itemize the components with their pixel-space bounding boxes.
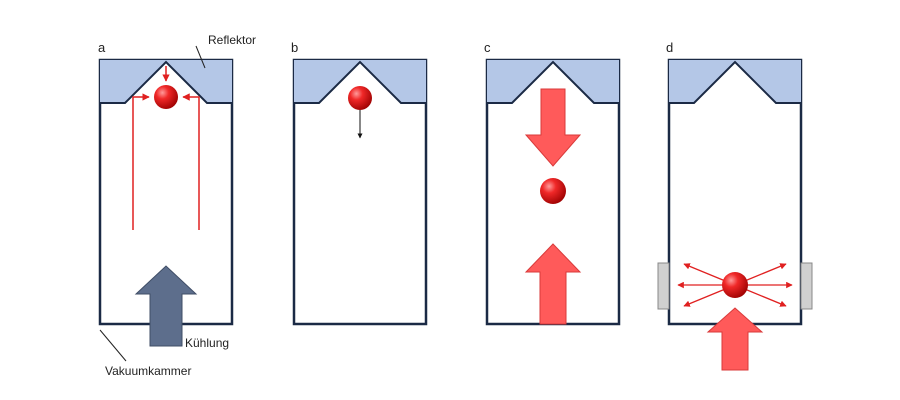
reflector <box>100 60 232 103</box>
panel-a: a Reflektor Kühlung Vakuumkammer <box>98 33 256 378</box>
detector-pad-left <box>657 262 670 310</box>
reflector-edge <box>669 60 801 104</box>
sphere <box>348 86 372 110</box>
beam-right <box>182 93 200 230</box>
beam-left <box>132 93 150 230</box>
reflected-beams <box>132 66 200 230</box>
vacuum-chamber-callout-line <box>99 329 127 362</box>
reflector-callout-line <box>195 45 206 69</box>
detector-pad-right <box>800 262 813 310</box>
reflector <box>669 60 801 103</box>
pressure-arrow-up <box>706 307 764 371</box>
reflector-edge <box>487 60 619 104</box>
vacuum-chamber-label: Vakuumkammer <box>105 364 191 378</box>
reflector-label: Reflektor <box>208 33 256 47</box>
reflector-edge <box>100 60 232 104</box>
panel-b: b <box>291 40 428 326</box>
reflector <box>294 60 426 103</box>
reflector-edge <box>294 60 426 104</box>
panel-letter-b: b <box>291 40 298 55</box>
panel-c: c <box>484 40 621 326</box>
sphere <box>540 178 566 204</box>
panel-letter-a: a <box>98 40 106 55</box>
pressure-arrow-down <box>524 88 582 167</box>
cooling-label: Kühlung <box>185 336 229 350</box>
pressure-arrow-up <box>524 243 582 325</box>
sphere <box>154 85 178 109</box>
panel-d: d <box>657 40 813 371</box>
reflector <box>487 60 619 103</box>
sphere <box>722 272 748 298</box>
cooling-arrow <box>134 265 198 347</box>
panel-letter-d: d <box>666 40 673 55</box>
panel-letter-c: c <box>484 40 491 55</box>
